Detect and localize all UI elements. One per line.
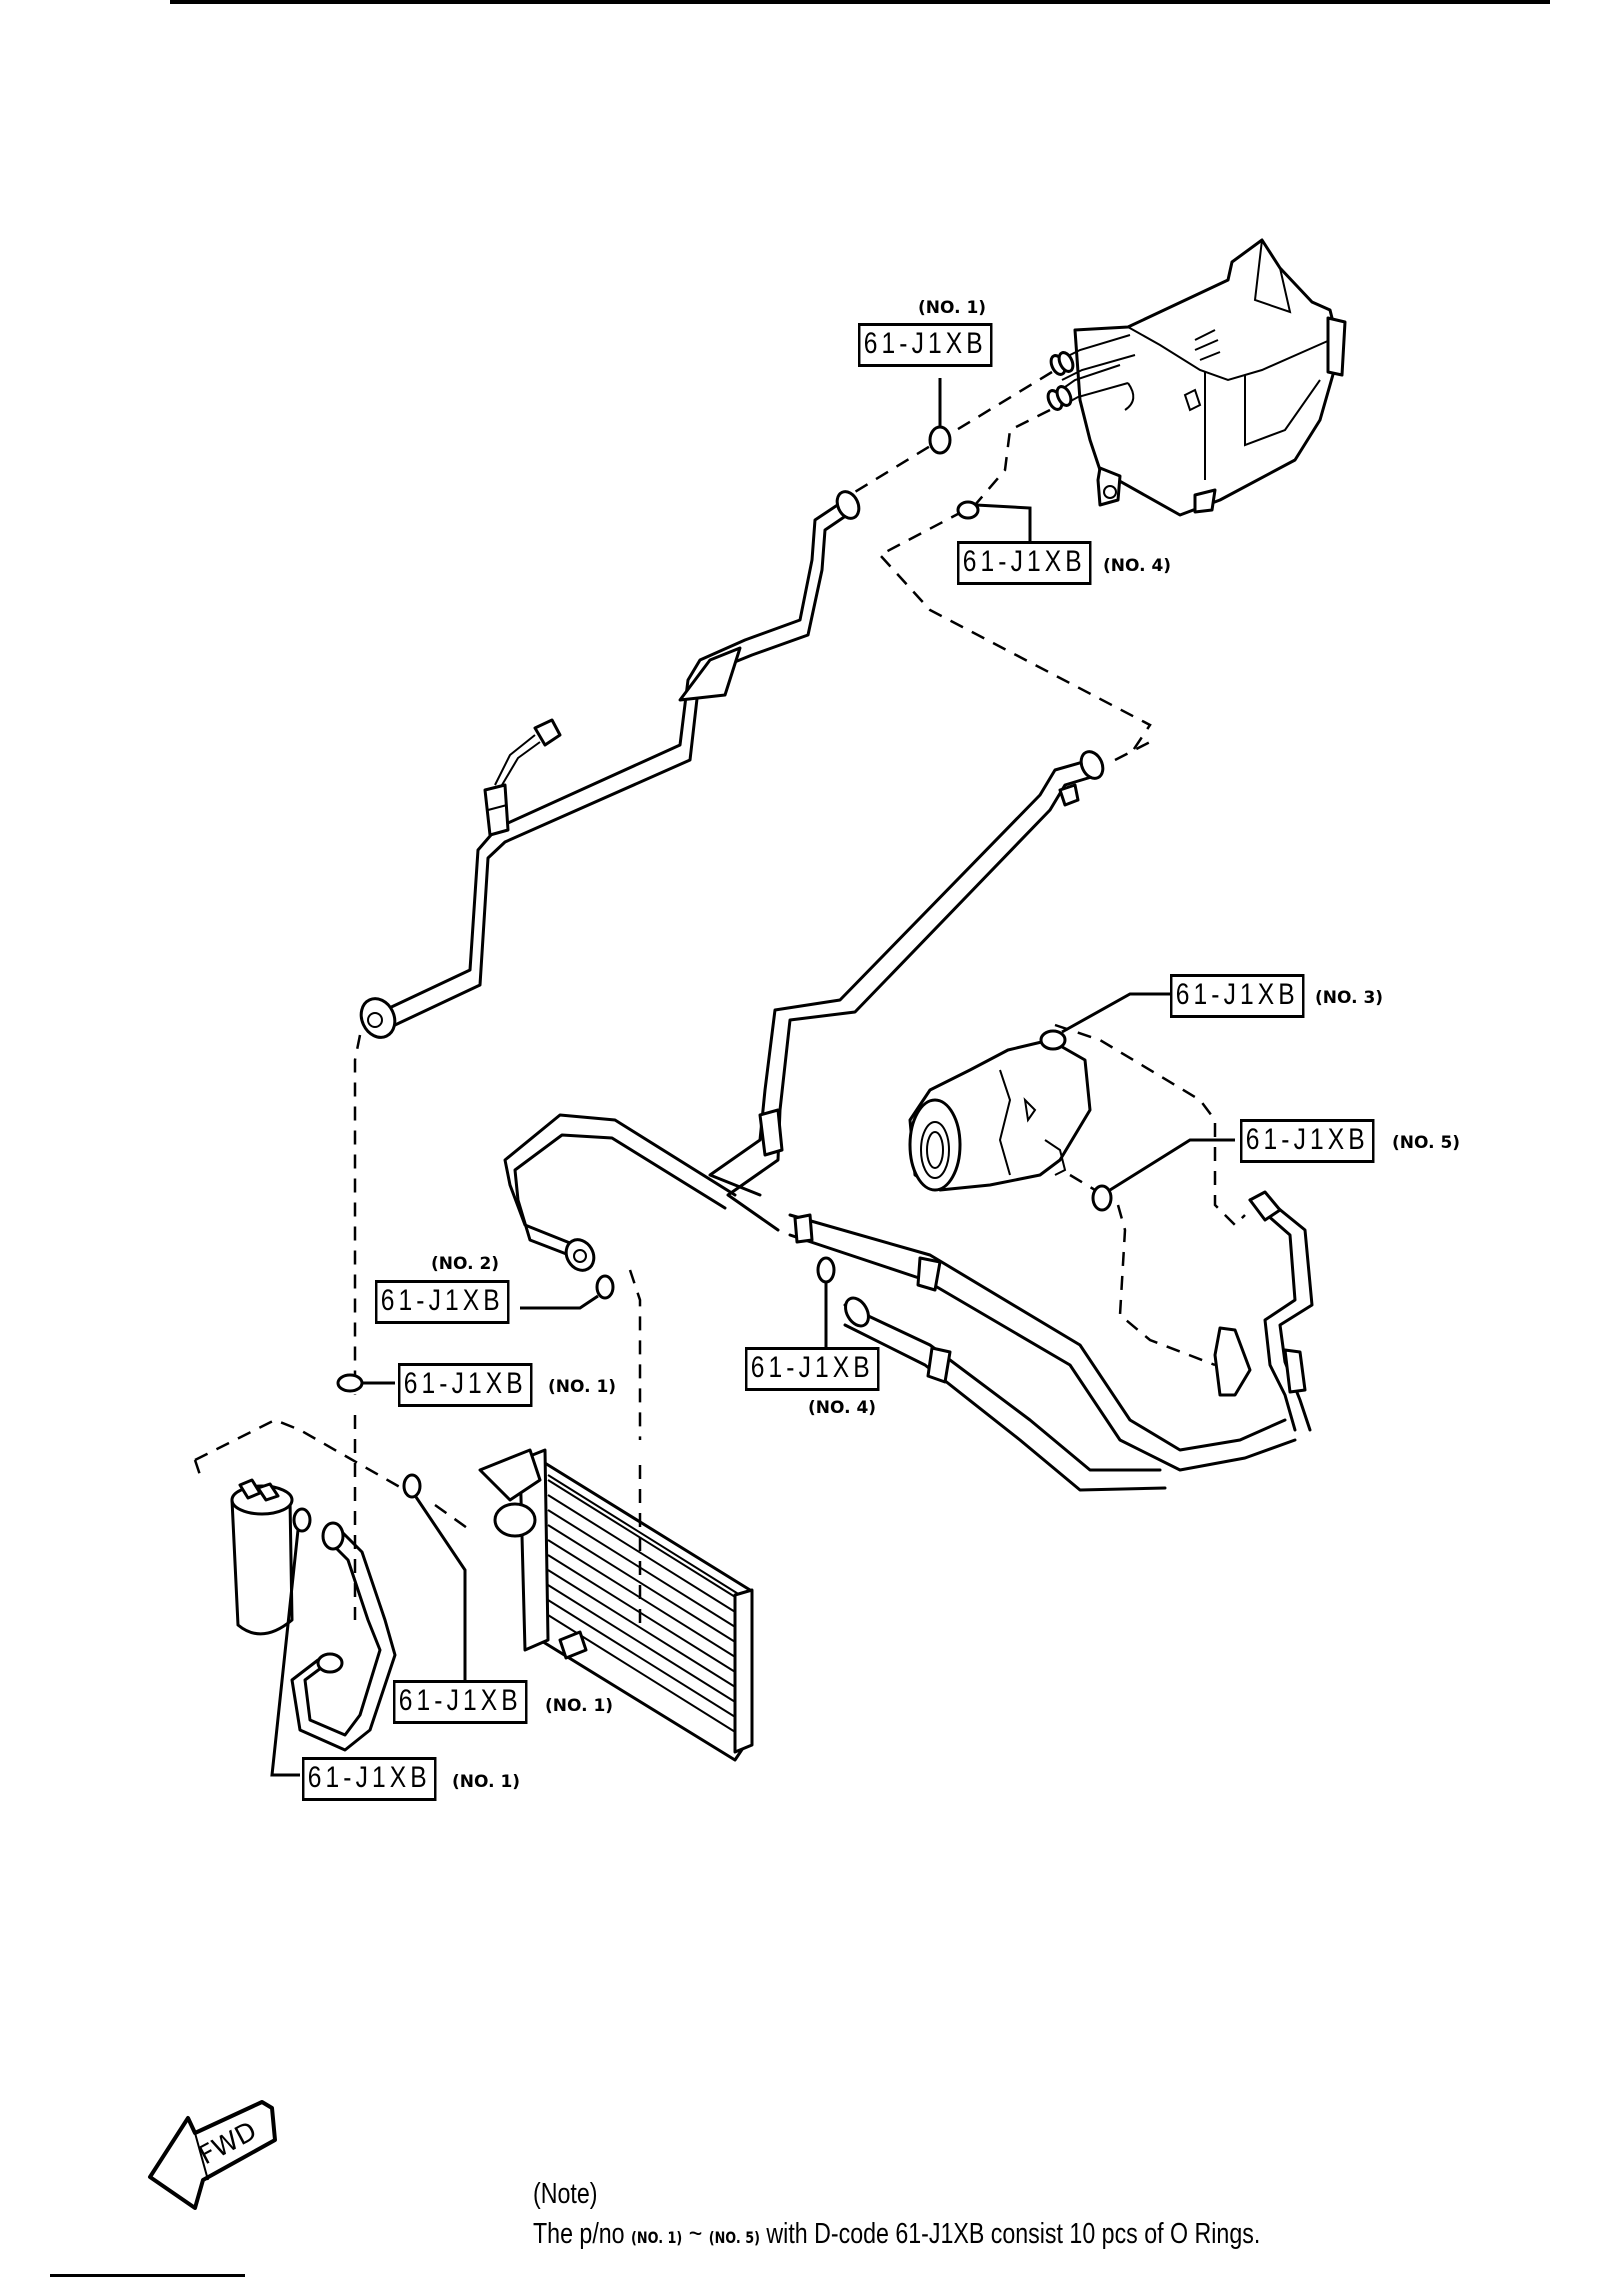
callout-number: (NO. 1) — [545, 1696, 614, 1716]
note-suffix: with D-code 61-J1XB consist 10 pcs of O … — [766, 2218, 1261, 2250]
note-range-start: (NO. 1) — [631, 2228, 683, 2247]
o-ring-icon — [956, 500, 980, 520]
callout-number: (NO. 3) — [1315, 988, 1384, 1008]
callout-code: 61-J1XB — [745, 1347, 880, 1391]
o-ring-icon — [1091, 1184, 1113, 1212]
callout-code: 61-J1XB — [398, 1363, 533, 1407]
note-range-sep: ~ — [688, 2218, 703, 2250]
compressor — [908, 1038, 1092, 1192]
callout-code: 61-J1XB — [1240, 1119, 1375, 1163]
receiver-drier — [230, 1478, 397, 1752]
note-range-end: (NO. 5) — [708, 2228, 760, 2247]
o-ring-icon — [816, 1256, 836, 1284]
callout-code: 61-J1XB — [858, 323, 993, 367]
o-ring-icon — [402, 1473, 422, 1499]
callout-number: (NO. 1) — [918, 298, 987, 318]
o-ring-icon — [336, 1373, 364, 1393]
o-ring-icon — [928, 425, 952, 455]
callout-code: 61-J1XB — [1170, 974, 1305, 1018]
callout-code: 61-J1XB — [393, 1680, 528, 1724]
o-ring-icon — [1039, 1029, 1067, 1051]
condenser-line — [503, 1113, 737, 1272]
note-heading: (Note) — [533, 2178, 598, 2210]
liquid-line-upper — [359, 490, 861, 1039]
callout-number: (NO. 1) — [452, 1772, 521, 1792]
callout-code: 61-J1XB — [375, 1280, 510, 1324]
o-ring-icon — [595, 1274, 615, 1300]
note-text: The p/no (NO. 1) ~ (NO. 5) with D-code 6… — [533, 2218, 1260, 2251]
callout-number: (NO. 4) — [808, 1398, 877, 1418]
hoses — [788, 1190, 1314, 1492]
callout-number: (NO. 5) — [1392, 1133, 1461, 1153]
fwd-arrow-icon: FWD — [148, 2100, 277, 2210]
callout-number: (NO. 2) — [431, 1254, 500, 1274]
liquid-line-lower — [708, 750, 1105, 1232]
callout-code: 61-J1XB — [957, 541, 1092, 585]
o-ring-icon — [292, 1507, 312, 1533]
evaporator-unit — [1046, 238, 1347, 517]
callout-number: (NO. 1) — [548, 1377, 617, 1397]
note-prefix: The p/no — [533, 2218, 625, 2250]
callout-code: 61-J1XB — [302, 1757, 437, 1801]
callout-number: (NO. 4) — [1103, 556, 1172, 576]
